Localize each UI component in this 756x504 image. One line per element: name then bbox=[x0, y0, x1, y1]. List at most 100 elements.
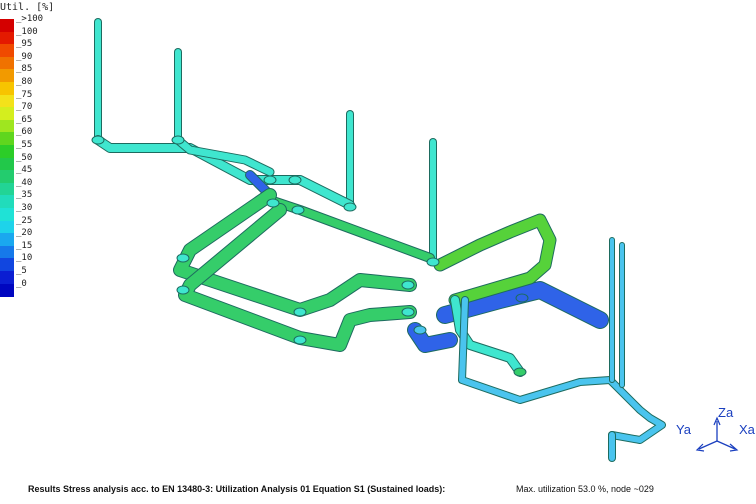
legend-swatch bbox=[0, 208, 14, 221]
legend-row: _75 bbox=[0, 90, 60, 108]
legend-label: _75 bbox=[16, 89, 33, 100]
pipe-flange[interactable] bbox=[343, 202, 357, 212]
legend-title: Util. [%] bbox=[0, 2, 55, 13]
lower-loop-b[interactable] bbox=[179, 204, 416, 351]
legend-row: _60 bbox=[0, 127, 60, 146]
pipe-flange[interactable] bbox=[426, 257, 440, 267]
legend-swatch bbox=[0, 233, 14, 247]
legend-swatch bbox=[0, 94, 14, 108]
pipe-flange[interactable] bbox=[91, 135, 105, 145]
legend-swatch bbox=[0, 69, 14, 83]
legend-label: _95 bbox=[16, 39, 33, 50]
legend-row: _20 bbox=[0, 228, 60, 247]
legend-swatch bbox=[0, 145, 14, 158]
pipe-flange[interactable] bbox=[293, 307, 307, 317]
legend-row: _0 bbox=[0, 279, 60, 297]
drop-branch[interactable] bbox=[451, 296, 524, 376]
pipe-flange[interactable] bbox=[401, 280, 415, 290]
legend-label: _50 bbox=[16, 152, 33, 163]
legend-swatch bbox=[0, 19, 14, 32]
legend-swatch bbox=[0, 157, 14, 171]
return-line[interactable] bbox=[459, 297, 665, 443]
legend-label: _90 bbox=[16, 51, 33, 62]
legend-swatch bbox=[0, 82, 14, 95]
legend-row: _65 bbox=[0, 115, 60, 133]
legend-row: _5 bbox=[0, 266, 60, 284]
blue-flange[interactable] bbox=[515, 293, 529, 303]
legend-label: _55 bbox=[16, 140, 33, 150]
legend-row: _30 bbox=[0, 203, 60, 221]
pipe-flange[interactable] bbox=[293, 335, 307, 345]
nozzle[interactable] bbox=[413, 325, 427, 335]
pipe-flange[interactable] bbox=[263, 175, 277, 185]
legend-swatch bbox=[0, 220, 14, 234]
legend-row: _10 bbox=[0, 253, 60, 272]
legend-row: _100 bbox=[0, 27, 60, 45]
legend-swatch bbox=[0, 170, 14, 184]
legend-label: _45 bbox=[16, 165, 33, 176]
legend-swatch bbox=[0, 132, 14, 146]
pipe-flange[interactable] bbox=[266, 198, 280, 208]
legend-row: _85 bbox=[0, 64, 60, 83]
legend-row: _95 bbox=[0, 39, 60, 58]
legend-label: _15 bbox=[16, 240, 33, 251]
legend-row: _35 bbox=[0, 190, 60, 209]
upper-right-loop[interactable] bbox=[434, 214, 556, 306]
legend-label: _65 bbox=[16, 114, 33, 125]
axis-label-x: Xa bbox=[739, 422, 756, 437]
legend-label: _35 bbox=[16, 190, 33, 201]
legend-label: _0 bbox=[16, 278, 27, 289]
axis-label-y: Ya bbox=[676, 422, 692, 437]
legend-row: _80 bbox=[0, 77, 60, 95]
legend-label: _70 bbox=[16, 102, 33, 113]
pipe-flange[interactable] bbox=[288, 175, 302, 185]
legend-label: _10 bbox=[16, 253, 33, 264]
return-line-outline bbox=[458, 296, 666, 444]
branch-a[interactable] bbox=[174, 136, 274, 176]
legend-swatch bbox=[0, 195, 14, 209]
legend-label: _25 bbox=[16, 215, 33, 226]
status-bar: Results Stress analysis acc. to EN 13480… bbox=[0, 484, 756, 500]
legend-row: _15 bbox=[0, 241, 60, 259]
legend-row: _>100 bbox=[0, 14, 60, 32]
legend-swatch bbox=[0, 258, 14, 272]
blue-bend[interactable] bbox=[408, 323, 457, 352]
pipe-network[interactable] bbox=[91, 18, 666, 462]
legend-row: _70 bbox=[0, 102, 60, 121]
legend-label: _>100 bbox=[16, 14, 44, 24]
legend-swatch bbox=[0, 271, 14, 284]
legend-swatch bbox=[0, 107, 14, 121]
legend-swatch bbox=[0, 31, 14, 45]
legend-row: _55 bbox=[0, 140, 60, 158]
legend-swatch bbox=[0, 44, 14, 58]
legend-row: _40 bbox=[0, 178, 60, 196]
legend-label: _100 bbox=[16, 26, 38, 37]
pipe-flange[interactable] bbox=[401, 307, 415, 317]
results-description: Results Stress analysis acc. to EN 13480… bbox=[28, 484, 446, 494]
legend-label: _30 bbox=[16, 203, 33, 213]
legend-swatch bbox=[0, 56, 14, 70]
legend-label: _85 bbox=[16, 64, 33, 75]
upper-header[interactable] bbox=[94, 136, 354, 209]
legend-row: _45 bbox=[0, 165, 60, 184]
piping-3d-view[interactable]: Ya Za Xa bbox=[0, 0, 756, 480]
legend-row: _50 bbox=[0, 153, 60, 171]
legend-row: _25 bbox=[0, 216, 60, 234]
legend-row: _90 bbox=[0, 52, 60, 70]
valve-body[interactable] bbox=[513, 367, 527, 377]
legend-label: _20 bbox=[16, 228, 33, 239]
legend-swatch bbox=[0, 245, 14, 259]
pipe-flange[interactable] bbox=[176, 253, 190, 263]
legend-label: _60 bbox=[16, 127, 33, 138]
axis-triad: Ya Za Xa bbox=[676, 405, 756, 452]
legend-label: _40 bbox=[16, 177, 33, 188]
legend-label: _80 bbox=[16, 77, 33, 87]
pipe-flange[interactable] bbox=[176, 285, 190, 295]
axis-label-z: Za bbox=[718, 405, 734, 420]
pipe-flange[interactable] bbox=[171, 135, 185, 145]
legend-label: _5 bbox=[16, 266, 27, 276]
pipe-flange[interactable] bbox=[291, 205, 305, 215]
legend-swatch bbox=[0, 119, 14, 133]
legend-swatch bbox=[0, 283, 14, 297]
max-utilization: Max. utilization 53.0 %, node ~029 bbox=[516, 484, 654, 494]
